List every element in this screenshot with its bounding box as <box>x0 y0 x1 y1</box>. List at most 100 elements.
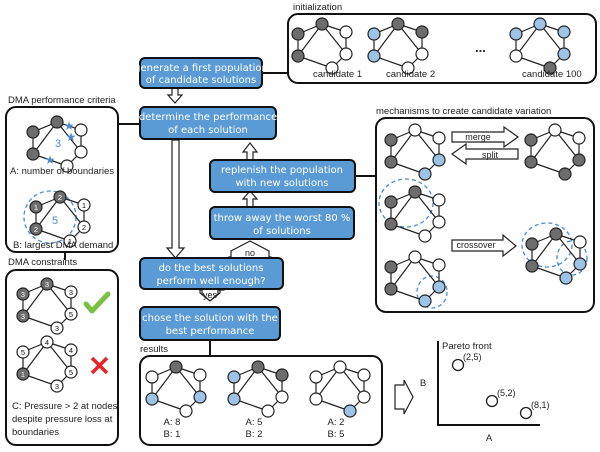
graph-node <box>573 235 587 249</box>
crossover-child-region-1 <box>521 222 573 268</box>
graph-edge <box>390 256 416 290</box>
graph-node <box>77 198 91 212</box>
mechanisms-panel <box>375 117 595 313</box>
results-title: results <box>140 344 168 355</box>
graph-node <box>169 360 183 374</box>
result-graph-2 <box>227 360 289 418</box>
graph-node <box>339 25 353 39</box>
criteria-panel <box>5 106 119 253</box>
graph-edge <box>530 129 556 163</box>
graph-node <box>432 215 446 229</box>
constraint-desc-line3: boundaries <box>12 427 59 438</box>
generate-line1: generate a first population <box>134 63 268 74</box>
result-graphs <box>145 360 371 418</box>
pareto-point <box>519 406 533 420</box>
graph-node <box>418 294 432 308</box>
pareto-title: Pareto front <box>442 341 492 352</box>
node-value: 3 <box>45 280 49 289</box>
split-label: split <box>482 150 499 160</box>
pareto-points: (2,5)(5,2)(8,1) <box>451 352 550 420</box>
graph-node <box>549 227 563 241</box>
graph-edge <box>151 366 177 400</box>
result-1-b: B: 1 <box>164 429 181 440</box>
check-line1: do the best solutions <box>159 263 264 274</box>
graph-node <box>384 155 398 169</box>
process-determine[interactable]: determine the performance of each soluti… <box>139 106 277 140</box>
graph-node <box>339 47 353 61</box>
pareto-point-label: (2,5) <box>463 352 482 362</box>
process-choose[interactable]: chose the solution with the best perform… <box>139 306 281 341</box>
graph-node <box>432 131 446 145</box>
graph-node <box>572 153 586 167</box>
graph-node <box>384 217 398 231</box>
graph-node <box>64 365 78 379</box>
graph-node <box>525 237 539 251</box>
graph-node <box>193 390 207 404</box>
node-value: 2 <box>58 193 62 202</box>
process-throw[interactable]: throw away the worst 80 % of solutions <box>209 206 355 240</box>
arrow-throw-to-replenish <box>241 190 259 208</box>
graph-node <box>16 287 30 301</box>
graph-node <box>384 260 398 274</box>
merge-result-graph <box>524 123 586 181</box>
yes-label: yes <box>203 290 218 300</box>
graph-node <box>415 25 429 39</box>
process-replenish[interactable]: replenish the population with new soluti… <box>209 159 356 193</box>
process-generate[interactable]: generate a first population of candidate… <box>134 57 268 89</box>
graph-edge <box>22 283 48 317</box>
graph-node <box>145 392 159 406</box>
graph-node <box>29 222 43 236</box>
crossover-child-region-2 <box>556 240 588 276</box>
graph-node <box>26 147 40 161</box>
node-value: 5 <box>69 310 73 319</box>
graph-node <box>357 368 371 382</box>
graph-node <box>16 367 30 381</box>
pareto-point <box>451 358 465 372</box>
graph-node <box>384 282 398 296</box>
graph-edge <box>297 23 323 57</box>
graph-node <box>408 185 422 199</box>
graph-edge <box>373 23 399 57</box>
crossover-child <box>525 227 587 285</box>
node-value: 3 <box>69 288 73 297</box>
graph-node <box>524 133 538 147</box>
graph-edge <box>35 196 61 230</box>
throw-line2: of solutions <box>253 226 311 237</box>
merge-label: merge <box>465 132 491 142</box>
process-check[interactable]: do the best solutions perform well enoug… <box>139 257 284 290</box>
graph-edge <box>233 366 259 400</box>
initialization-graphs <box>291 17 571 75</box>
pareto-xlabel: A <box>486 433 493 444</box>
mechanism-graphs <box>378 123 588 309</box>
criteria-b-label: B: largest DMA demand <box>13 240 113 251</box>
pareto-point-label: (8,1) <box>531 400 550 410</box>
graph-node <box>40 277 54 291</box>
graph-node <box>64 343 78 357</box>
constraint-desc-line2: despite pressure loss at <box>12 414 113 425</box>
choose-line1: chose the solution with the <box>142 313 278 324</box>
graph-edge <box>22 341 48 375</box>
graph-edge <box>315 366 341 400</box>
pareto-chart: Pareto front B A (2,5)(5,2)(8,1) <box>420 341 550 444</box>
graph-node <box>64 307 78 321</box>
result-2-b: B: 2 <box>246 429 263 440</box>
arrow-determine-to-check <box>165 139 186 259</box>
graph-node <box>558 167 572 181</box>
graph-node <box>408 250 422 264</box>
merge-source-graph <box>384 123 446 181</box>
graph-node <box>415 47 429 61</box>
node-value: 3 <box>21 290 25 299</box>
graph-node <box>291 27 305 41</box>
arrow-results-to-pareto <box>394 379 414 415</box>
graph-node <box>227 370 241 384</box>
arrow-replenish-to-determine <box>241 142 259 161</box>
mechanisms-title: mechanisms to create candidate variation <box>376 106 551 117</box>
candidate-100-label: candidate 100 <box>522 69 582 80</box>
graph-node <box>74 145 88 159</box>
flow-arrows <box>165 87 272 302</box>
crossover-region-1 <box>378 178 434 228</box>
